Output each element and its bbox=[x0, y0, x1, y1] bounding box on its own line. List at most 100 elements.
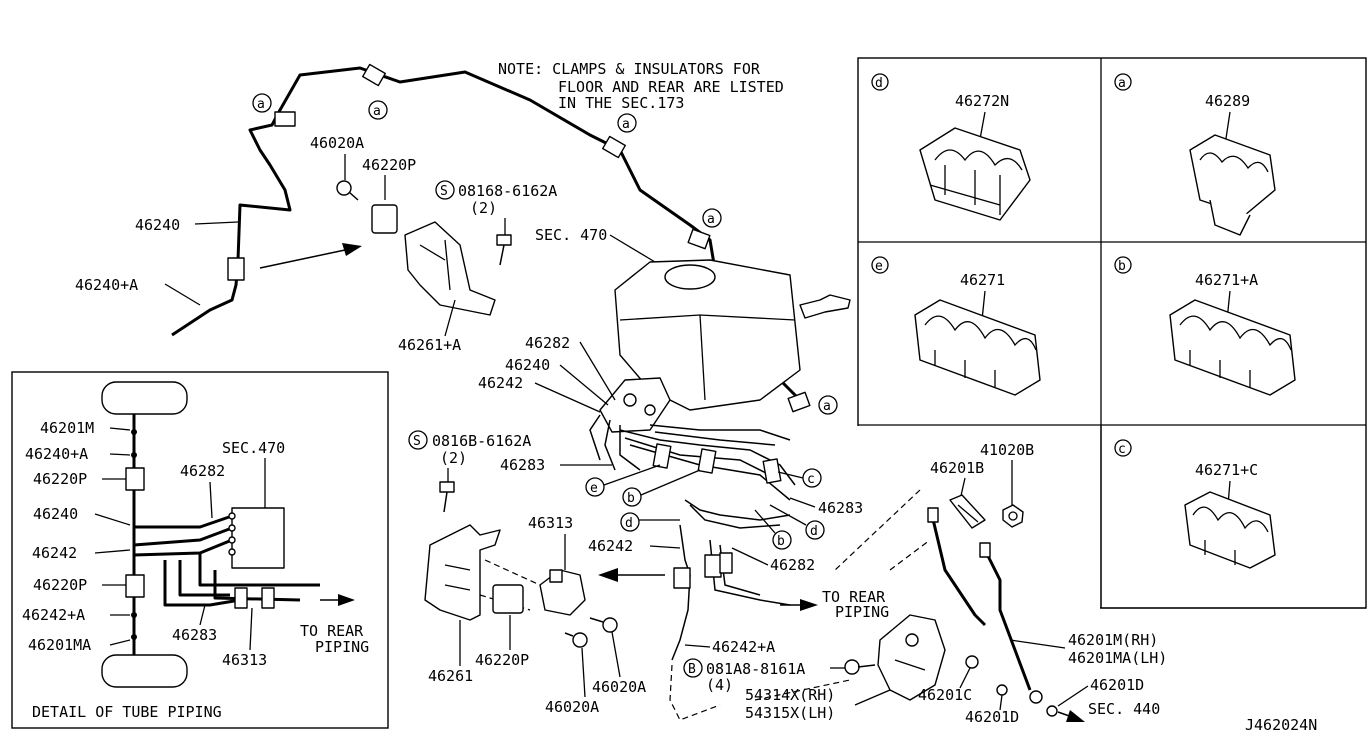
detail-46220P: 46220P bbox=[33, 470, 87, 488]
label-bolt-0816B: 0816B-6162A bbox=[432, 432, 531, 450]
label-46261A: 46261+A bbox=[398, 336, 461, 354]
diagram-id: J462024N bbox=[1245, 716, 1317, 734]
detail-46282: 46282 bbox=[180, 462, 225, 480]
clamp-e-cell: e 46271 bbox=[871, 256, 1041, 396]
note-line-2: FLOOR AND REAR ARE LISTED bbox=[558, 78, 784, 96]
label-bolt-081A8: 081A8-8161A bbox=[706, 660, 805, 678]
callouts-a: a a a a a bbox=[252, 93, 838, 415]
svg-text:a: a bbox=[707, 212, 715, 227]
detail-to-rear-1: TO REAR bbox=[300, 622, 364, 640]
clamp-46272N-icon bbox=[919, 127, 1031, 221]
clamp-part-46272N: 46272N bbox=[955, 92, 1009, 110]
bolt-081A8-icon bbox=[844, 659, 876, 675]
lower-pipes bbox=[671, 499, 791, 661]
svg-text:a: a bbox=[622, 117, 630, 132]
clamp-part-46271: 46271 bbox=[960, 271, 1005, 289]
label-46220P-top: 46220P bbox=[362, 156, 416, 174]
svg-text:e: e bbox=[590, 481, 598, 496]
svg-text:d: d bbox=[625, 516, 633, 531]
label-46240-b: 46240 bbox=[505, 356, 550, 374]
label-hose-46201M: 46201M(RH) bbox=[1068, 631, 1158, 649]
label-46020A-b1: 46020A bbox=[592, 678, 646, 696]
label-46201D-a: 46201D bbox=[965, 708, 1019, 726]
clamp-46271-icon bbox=[914, 299, 1041, 396]
svg-text:d: d bbox=[810, 524, 818, 539]
label-46020A-b2: 46020A bbox=[545, 698, 599, 716]
valve-46220P-bottom-icon bbox=[492, 584, 524, 614]
svg-text:c: c bbox=[807, 472, 815, 487]
label-to-rear-1: TO REAR bbox=[822, 588, 886, 606]
note-line-3: IN THE SEC.173 bbox=[558, 94, 684, 112]
label-bolt-0816B-qty: (2) bbox=[440, 449, 467, 467]
label-46283-b: 46283 bbox=[818, 499, 863, 517]
detail-46283: 46283 bbox=[172, 626, 217, 644]
svg-text:a: a bbox=[257, 97, 265, 112]
detail-46240: 46240 bbox=[33, 505, 78, 523]
circle-letter-e: e bbox=[875, 259, 883, 274]
label-46220P-b: 46220P bbox=[475, 651, 529, 669]
circle-letter-c: c bbox=[1118, 442, 1126, 457]
svg-text:b: b bbox=[777, 534, 785, 549]
master-cylinder-icon bbox=[614, 259, 851, 411]
detail-sec470: SEC.470 bbox=[222, 439, 285, 457]
note-line-1: NOTE: CLAMPS & INSULATORS FOR bbox=[498, 60, 761, 78]
clip-46201B-icon bbox=[949, 494, 986, 529]
detail-46242A: 46242+A bbox=[22, 606, 85, 624]
detail-46242: 46242 bbox=[32, 544, 77, 562]
detail-46201MA: 46201MA bbox=[28, 636, 91, 654]
label-46283: 46283 bbox=[500, 456, 545, 474]
bracket-46261A-icon bbox=[404, 221, 496, 316]
nut-41020B-icon bbox=[1002, 504, 1024, 528]
label-46201D-b: 46201D bbox=[1090, 676, 1144, 694]
svg-text:S: S bbox=[413, 434, 421, 449]
valve-46220P-top-icon bbox=[336, 180, 398, 234]
brake-hose-icon bbox=[927, 507, 1058, 717]
label-41020B: 41020B bbox=[980, 441, 1034, 459]
detail-46201M: 46201M bbox=[40, 419, 94, 437]
clamp-part-46289: 46289 bbox=[1205, 92, 1250, 110]
clamp-46271C-icon bbox=[1184, 491, 1276, 569]
detail-to-rear-2: PIPING bbox=[315, 638, 369, 656]
label-46282-b: 46282 bbox=[770, 556, 815, 574]
label-46201B: 46201B bbox=[930, 459, 984, 477]
detail-46240A: 46240+A bbox=[25, 445, 88, 463]
clamp-c-cell: c 46271+C bbox=[1114, 439, 1276, 569]
bracket-46261-icon bbox=[424, 524, 501, 621]
label-sec440: SEC. 440 bbox=[1088, 700, 1160, 718]
svg-text:B: B bbox=[688, 662, 696, 677]
bolt-icon bbox=[496, 234, 512, 266]
label-46240: 46240 bbox=[135, 216, 180, 234]
label-bolt-08168: 08168-6162A bbox=[458, 182, 557, 200]
label-46313: 46313 bbox=[528, 514, 573, 532]
label-46242-b: 46242 bbox=[588, 537, 633, 555]
valve-46313-icon bbox=[539, 569, 586, 616]
label-46240A: 46240+A bbox=[75, 276, 138, 294]
label-sensor-54314X: 54314X(RH) bbox=[745, 686, 835, 704]
label-sec470: SEC. 470 bbox=[535, 226, 607, 244]
clamp-46289-icon bbox=[1189, 134, 1276, 236]
clamp-part-46271C: 46271+C bbox=[1195, 461, 1258, 479]
clamp-d-cell: d 46272N bbox=[871, 73, 1031, 221]
label-bolt-08168-qty: (2) bbox=[470, 199, 497, 217]
circle-letter-a: a bbox=[1118, 76, 1126, 91]
bolt-icon-2 bbox=[439, 481, 455, 513]
svg-text:a: a bbox=[823, 399, 831, 414]
clamp-b-cell: b 46271+A bbox=[1114, 256, 1296, 396]
label-46201C: 46201C bbox=[918, 686, 972, 704]
label-bolt-081A8-qty: (4) bbox=[706, 676, 733, 694]
clamp-46271A-icon bbox=[1169, 299, 1296, 396]
detail-tube-piping bbox=[11, 371, 389, 729]
svg-text:b: b bbox=[627, 491, 635, 506]
label-46261: 46261 bbox=[428, 667, 473, 685]
abs-actuator-icon bbox=[589, 377, 796, 501]
detail-46220P-b: 46220P bbox=[33, 576, 87, 594]
svg-text:a: a bbox=[373, 104, 381, 119]
clamp-a-cell: a 46289 bbox=[1114, 73, 1276, 236]
wheel-sensor-icon bbox=[877, 614, 946, 701]
label-46282: 46282 bbox=[525, 334, 570, 352]
label-hose-46201MA: 46201MA(LH) bbox=[1068, 649, 1167, 667]
detail-46313: 46313 bbox=[222, 651, 267, 669]
circle-letter-b: b bbox=[1118, 259, 1126, 274]
label-to-rear-2: PIPING bbox=[835, 603, 889, 621]
